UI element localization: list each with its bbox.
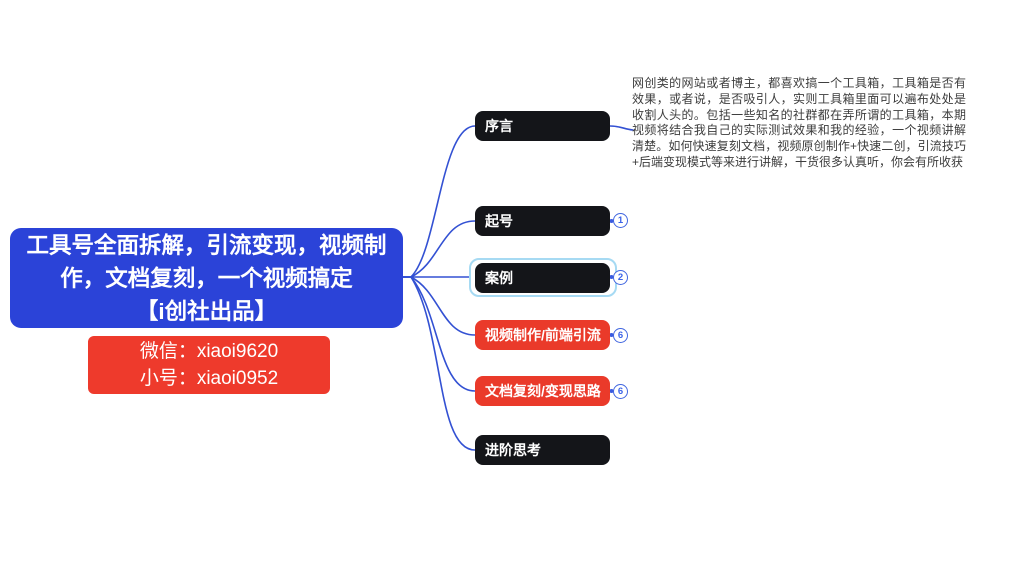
collapse-count-badge[interactable]: 1 [613,213,628,228]
connector-line-advanced-thinking [402,276,476,451]
floating-note-text[interactable]: 网创类的网站或者博主，都喜欢搞一个工具箱，工具箱是否有效果，或者说，是否吸引人，… [632,76,966,169]
root-topic-text-line: 【i创社出品】 [135,298,278,324]
branch-node-preface[interactable]: 序言 [475,111,610,141]
collapse-count-badge[interactable]: 6 [613,384,628,399]
connector-line-account-start [402,220,476,278]
branch-label: 序言 [485,118,513,134]
connector-line-doc-replication [402,276,476,392]
branch-node-video-production[interactable]: 视频制作/前端引流 [475,320,610,350]
note-connector-line [609,125,634,131]
contact-wechat-line: 微信：xiaoi9620 [139,341,279,362]
branch-node-doc-replication[interactable]: 文档复刻/变现思路 [475,376,610,406]
root-topic-text-line: 工具号全面拆解，引流变现，视频制 [26,232,387,258]
branch-label: 起号 [485,213,513,229]
collapse-count-badge[interactable]: 6 [613,328,628,343]
root-topic-text-line: 作，文档复刻，一个视频搞定 [60,265,353,291]
branch-node-advanced-thinking[interactable]: 进阶思考 [475,435,610,465]
contact-card-node[interactable]: 微信：xiaoi9620 小号：xiaoi0952 [88,336,330,394]
branch-label: 文档复刻/变现思路 [485,383,601,399]
branch-label: 进阶思考 [485,442,541,458]
collapse-count-badge[interactable]: 2 [613,270,628,285]
connector-line-video-production [402,276,476,336]
branch-node-account-start[interactable]: 起号 [475,206,610,236]
branch-label: 案例 [485,270,513,286]
branch-node-case[interactable]: 案例 [475,263,610,293]
root-topic-node[interactable]: 工具号全面拆解，引流变现，视频制 作，文档复刻，一个视频搞定 【i创社出品】 [10,228,403,328]
contact-alt-line: 小号：xiaoi0952 [139,368,279,389]
connector-line-preface [402,125,476,278]
branch-label: 视频制作/前端引流 [485,327,601,343]
